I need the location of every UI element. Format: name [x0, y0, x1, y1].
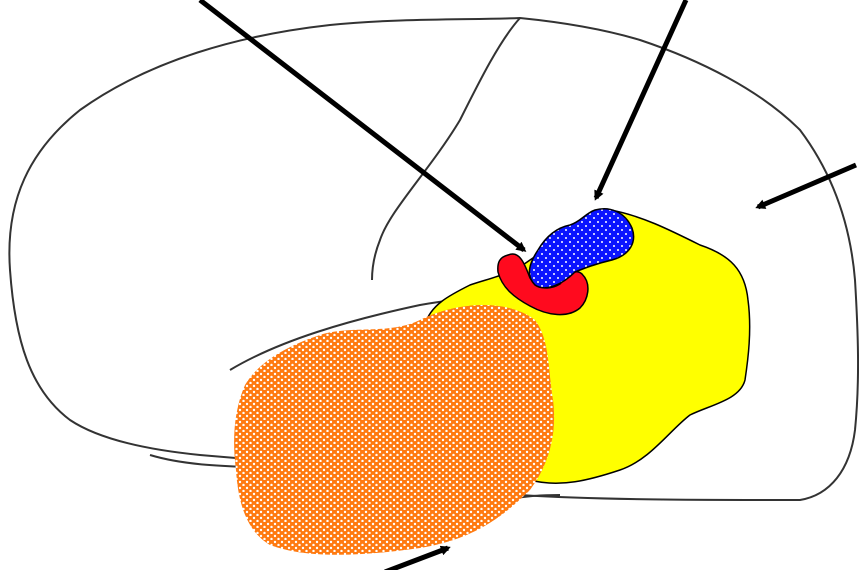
arrow-to-orange-region [385, 548, 448, 570]
arrow-to-blue-region [596, 0, 686, 198]
arrow-to-yellow-region [758, 165, 856, 207]
arrow-to-red-region [200, 0, 524, 250]
orange-region [234, 305, 554, 555]
